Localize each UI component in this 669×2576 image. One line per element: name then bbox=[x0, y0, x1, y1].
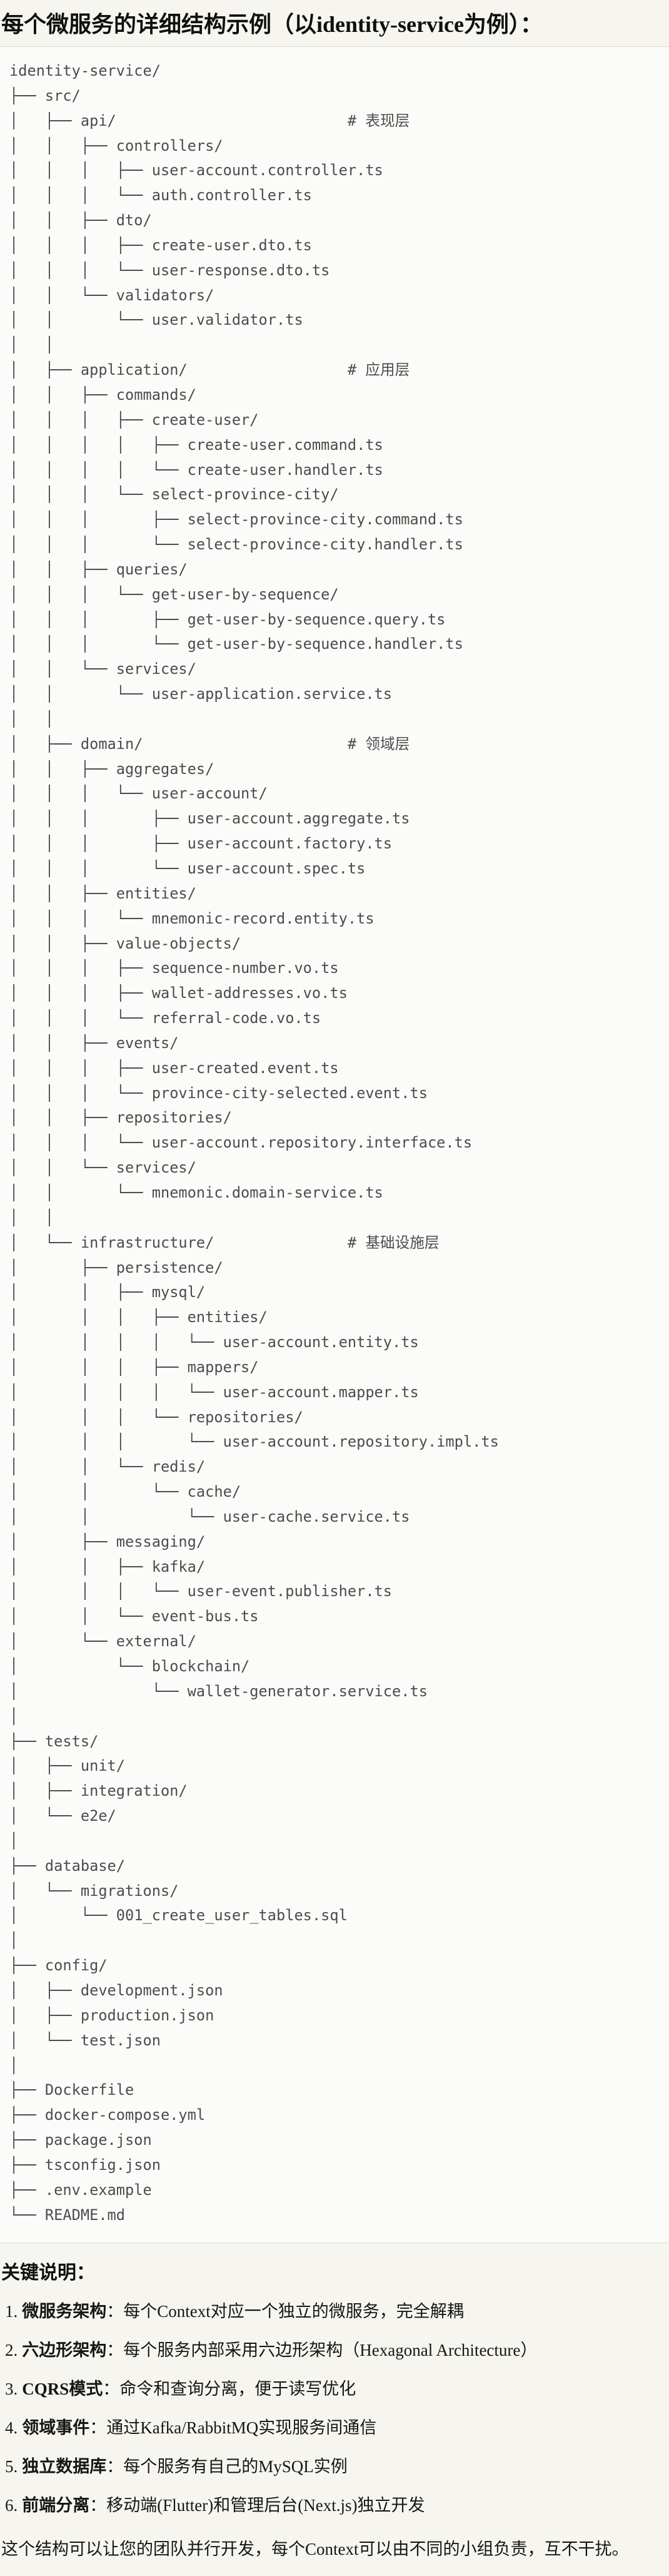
page-title: 每个微服务的详细结构示例（以identity-service为例）： bbox=[1, 12, 543, 37]
notes-heading: 关键说明： bbox=[1, 2263, 95, 2284]
note-number: 2. bbox=[5, 2341, 18, 2360]
note-text: ：命令和查询分离，便于读写优化 bbox=[103, 2380, 356, 2399]
note-label: CQRS模式 bbox=[22, 2380, 103, 2399]
note-text: ：每个服务有自己的MySQL实例 bbox=[106, 2457, 348, 2477]
note-item: 2.六边形架构：每个服务内部采用六边形架构（Hexagonal Architec… bbox=[1, 2338, 663, 2362]
note-number: 1. bbox=[5, 2302, 18, 2321]
note-number: 4. bbox=[5, 2418, 18, 2438]
note-text: ：通过Kafka/RabbitMQ实现服务间通信 bbox=[89, 2418, 377, 2438]
note-item: 5.独立数据库：每个服务有自己的MySQL实例 bbox=[1, 2455, 663, 2478]
note-item: 4.领域事件：通过Kafka/RabbitMQ实现服务间通信 bbox=[1, 2416, 663, 2440]
note-text: ：移动端(Flutter)和管理后台(Next.js)独立开发 bbox=[89, 2496, 425, 2515]
note-text: ：每个服务内部采用六边形架构（Hexagonal Architecture） bbox=[106, 2341, 538, 2360]
note-item: 3.CQRS模式：命令和查询分离，便于读写优化 bbox=[1, 2377, 663, 2401]
note-label: 前端分离 bbox=[22, 2496, 90, 2515]
note-label: 六边形架构 bbox=[22, 2341, 107, 2360]
notes-section: 关键说明： 1.微服务架构：每个Context对应一个独立的微服务，完全解耦 2… bbox=[0, 2261, 669, 2573]
note-number: 6. bbox=[5, 2496, 18, 2515]
directory-tree: identity-service/ ├── src/ │ ├── api/ # … bbox=[0, 46, 669, 2244]
note-item: 6.前端分离：移动端(Flutter)和管理后台(Next.js)独立开发 bbox=[1, 2493, 663, 2517]
note-label: 微服务架构 bbox=[22, 2302, 107, 2321]
note-text: ：每个Context对应一个独立的微服务，完全解耦 bbox=[106, 2302, 464, 2321]
note-label: 独立数据库 bbox=[22, 2457, 107, 2477]
note-number: 3. bbox=[5, 2380, 18, 2399]
note-item: 1.微服务架构：每个Context对应一个独立的微服务，完全解耦 bbox=[1, 2299, 663, 2323]
notes-footer: 这个结构可以让您的团队并行开发，每个Context可以由不同的小组负责，互不干扰… bbox=[1, 2540, 629, 2559]
note-label: 领域事件 bbox=[22, 2418, 90, 2438]
note-number: 5. bbox=[5, 2457, 18, 2477]
